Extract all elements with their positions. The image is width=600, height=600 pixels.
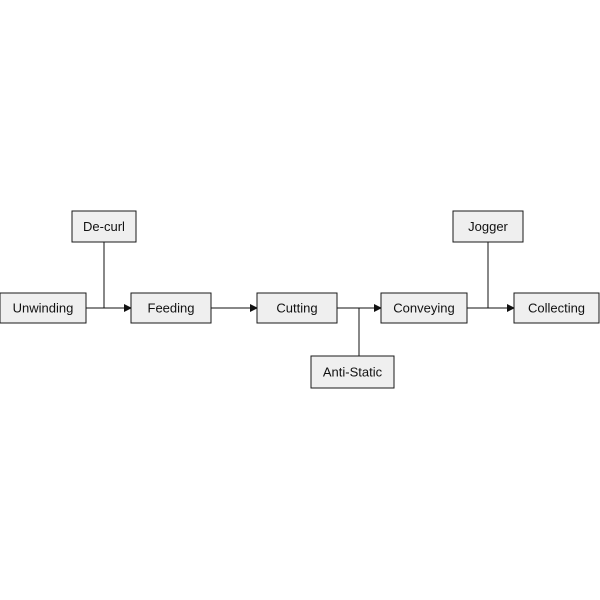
node-cutting-label: Cutting bbox=[276, 301, 317, 316]
node-cutting: Cutting bbox=[256, 292, 338, 324]
node-jogger-label: Jogger bbox=[468, 219, 508, 234]
edges bbox=[86, 242, 515, 356]
node-unwinding-label: Unwinding bbox=[13, 301, 74, 316]
node-conveying-label: Conveying bbox=[393, 301, 454, 316]
node-antistatic-label: Anti-Static bbox=[323, 365, 383, 380]
node-unwinding: Unwinding bbox=[0, 292, 87, 324]
node-decurl-label: De-curl bbox=[83, 219, 125, 234]
node-collecting: Collecting bbox=[513, 292, 600, 324]
node-jogger: Jogger bbox=[452, 210, 524, 243]
node-conveying: Conveying bbox=[380, 292, 468, 324]
node-decurl: De-curl bbox=[71, 210, 137, 243]
node-feeding-label: Feeding bbox=[148, 301, 195, 316]
node-collecting-label: Collecting bbox=[528, 301, 585, 316]
node-antistatic: Anti-Static bbox=[310, 355, 395, 389]
node-feeding: Feeding bbox=[130, 292, 212, 324]
